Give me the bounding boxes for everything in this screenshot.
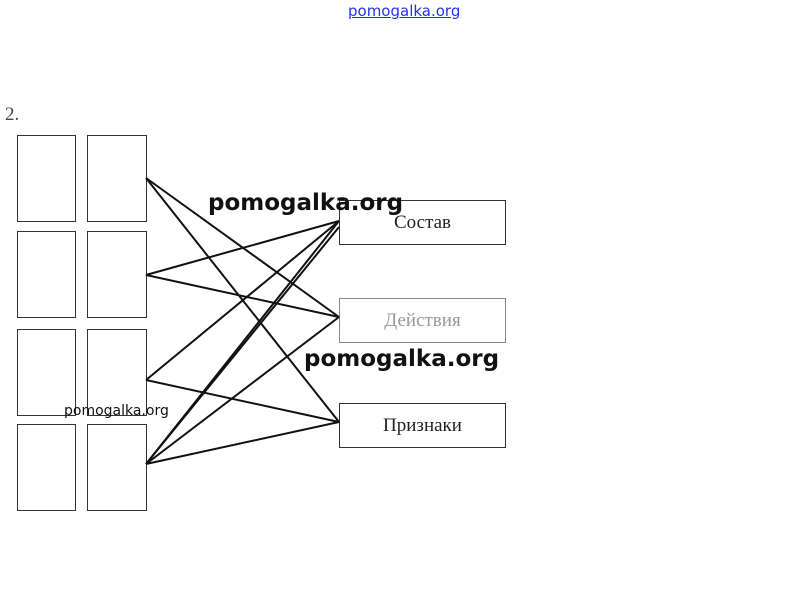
left-box [17, 135, 76, 222]
connection-line [145, 226, 340, 465]
watermark: pomogalka.org [208, 190, 404, 216]
left-box [87, 329, 147, 416]
watermark: pomogalka.org [304, 346, 500, 372]
left-box [17, 231, 76, 318]
connection-line [145, 316, 340, 465]
left-box [17, 424, 76, 511]
connection-line [145, 220, 340, 276]
left-box [17, 329, 76, 416]
task-number: 2. [5, 104, 20, 125]
connection-line [145, 274, 340, 318]
category-box-sostav: Состав [339, 200, 506, 245]
left-box [87, 424, 147, 511]
category-box-priznaki: Признаки [339, 403, 506, 448]
watermark: pomogalka.org [64, 403, 169, 419]
header-link[interactable]: pomogalka.org [348, 2, 461, 20]
category-box-deystviya: Действия [339, 298, 506, 343]
connection-line [145, 379, 340, 423]
connection-line [145, 220, 340, 381]
connection-line [145, 421, 340, 465]
